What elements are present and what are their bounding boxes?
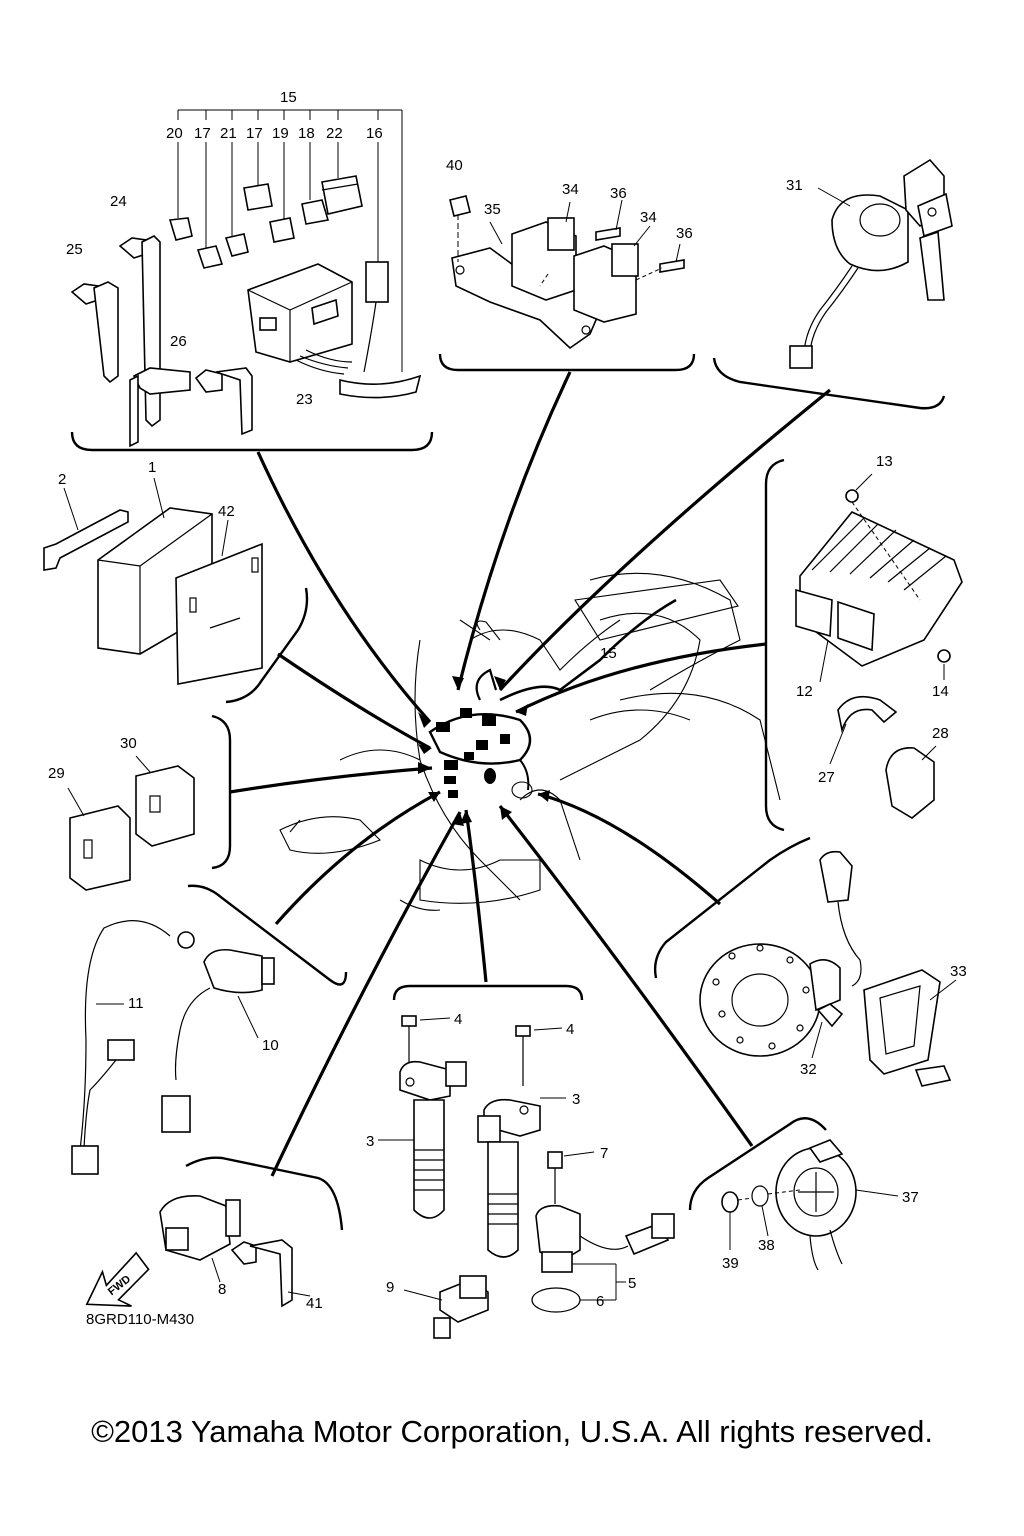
callout-37: 37 bbox=[902, 1189, 919, 1206]
fwd-arrow-icon bbox=[85, 1251, 150, 1307]
callout-15: 15 bbox=[600, 645, 617, 662]
callout-39: 39 bbox=[722, 1255, 739, 1272]
callout-27: 27 bbox=[818, 769, 835, 786]
relay-bracket-group bbox=[449, 195, 685, 350]
horn-group bbox=[721, 1139, 899, 1271]
callout-13: 13 bbox=[876, 453, 893, 470]
callout-3: 3 bbox=[572, 1091, 580, 1108]
ignition-switch-group bbox=[789, 158, 953, 369]
callout-28: 28 bbox=[932, 725, 949, 742]
callout-32: 32 bbox=[800, 1061, 817, 1078]
callout-14: 14 bbox=[932, 683, 949, 700]
callout-5: 5 bbox=[628, 1275, 636, 1292]
callout-9: 9 bbox=[386, 1279, 394, 1296]
callout-12: 12 bbox=[796, 683, 813, 700]
callout-17: 17 bbox=[246, 125, 263, 142]
callout-42: 42 bbox=[218, 503, 235, 520]
pickup-group bbox=[699, 850, 957, 1087]
callout-34: 34 bbox=[640, 209, 657, 226]
callout-25: 25 bbox=[66, 241, 83, 258]
leads-group bbox=[71, 920, 275, 1175]
callout-40: 40 bbox=[446, 157, 463, 174]
callout-26: 26 bbox=[170, 333, 187, 350]
callout-24: 24 bbox=[110, 193, 127, 210]
copyright-notice: ©2013 Yamaha Motor Corporation, U.S.A. A… bbox=[91, 1414, 933, 1449]
coils-group bbox=[378, 1015, 675, 1339]
hub-lines bbox=[229, 371, 832, 1177]
reference-code: 8GRD110-M430 bbox=[86, 1311, 194, 1328]
callout-18: 18 bbox=[298, 125, 315, 142]
relays-group bbox=[67, 755, 195, 891]
callout-41: 41 bbox=[306, 1295, 323, 1312]
callout-34: 34 bbox=[562, 181, 579, 198]
callout-1: 1 bbox=[148, 459, 156, 476]
callout-15: 15 bbox=[280, 89, 297, 106]
callout-22: 22 bbox=[326, 125, 343, 142]
callout-8: 8 bbox=[218, 1281, 226, 1298]
callout-11: 11 bbox=[128, 995, 144, 1012]
group-brackets bbox=[70, 353, 946, 1231]
callout-19: 19 bbox=[272, 125, 289, 142]
callout-20: 20 bbox=[166, 125, 183, 142]
callout-36: 36 bbox=[610, 185, 627, 202]
callout-2: 2 bbox=[58, 471, 66, 488]
callout-6: 6 bbox=[596, 1293, 604, 1310]
callout-4: 4 bbox=[454, 1011, 462, 1028]
callout-30: 30 bbox=[120, 735, 137, 752]
regulator-group bbox=[795, 473, 963, 819]
callout-21: 21 bbox=[220, 125, 237, 142]
fuse-box-group bbox=[70, 109, 422, 448]
callout-labels: 15 20 17 21 17 19 18 22 16 24 25 26 23 4… bbox=[48, 89, 967, 1328]
callout-29: 29 bbox=[48, 765, 65, 782]
callout-31: 31 bbox=[786, 177, 803, 194]
callout-17: 17 bbox=[194, 125, 211, 142]
motorcycle-outline bbox=[279, 572, 781, 911]
ecu-group bbox=[43, 477, 263, 685]
callout-35: 35 bbox=[484, 201, 501, 218]
callout-33: 33 bbox=[950, 963, 967, 980]
callout-10: 10 bbox=[262, 1037, 279, 1054]
callout-38: 38 bbox=[758, 1237, 775, 1254]
callout-7: 7 bbox=[600, 1145, 608, 1162]
callout-36: 36 bbox=[676, 225, 693, 242]
callout-23: 23 bbox=[296, 391, 313, 408]
callout-4: 4 bbox=[566, 1021, 574, 1038]
callout-3: 3 bbox=[366, 1133, 374, 1150]
switch-group bbox=[85, 1195, 311, 1308]
callout-16: 16 bbox=[366, 125, 383, 142]
